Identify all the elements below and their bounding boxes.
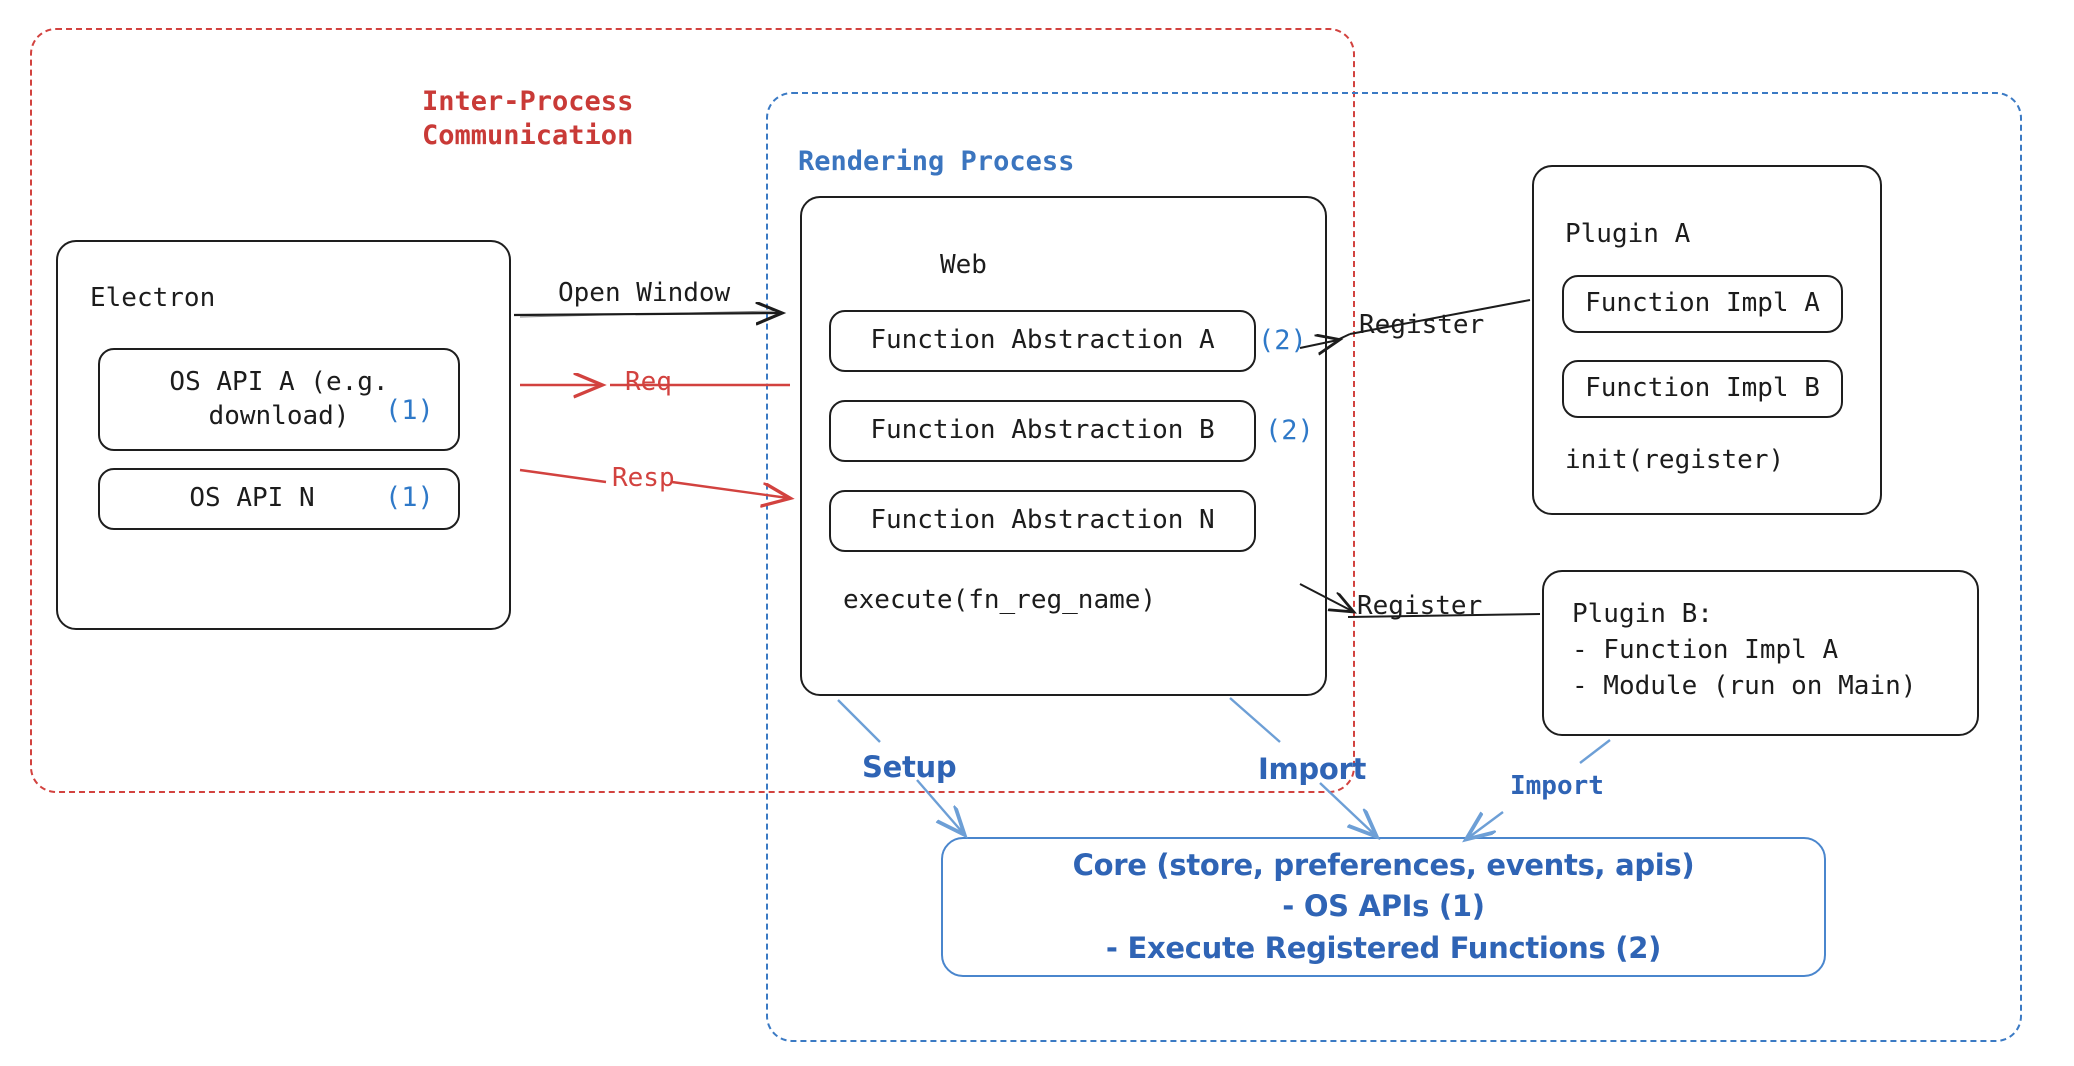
edge-label-register-plugin-b: Register [1357,591,1483,621]
plugin-a-box [1532,165,1882,515]
edge-label-resp: Resp [612,463,675,493]
function-abstraction-b-box: Function Abstraction B [829,400,1256,462]
edge-label-open-window: Open Window [558,278,731,308]
plugin-a-function-impl-a-box: Function Impl A [1562,275,1843,333]
edge-label-req: Req [625,367,672,397]
edge-label-import-web: Import [1258,752,1367,786]
electron-title: Electron [90,283,216,313]
region-ipc-label: Inter-Process Communication [422,86,634,151]
core-box: Core (store, preferences, events, apis) … [941,837,1826,977]
function-abstraction-b-label: Function Abstraction B [870,415,1215,446]
plugin-a-function-impl-a-label: Function Impl A [1585,288,1820,319]
os-api-n-label: OS API N [189,483,315,514]
os-api-a-tag: (1) [385,395,434,426]
os-api-a-box: OS API A (e.g. download) [98,348,460,451]
plugin-a-init-label: init(register) [1565,445,1785,475]
edge-label-setup: Setup [862,750,957,784]
function-abstraction-n-label: Function Abstraction N [870,505,1215,536]
function-abstraction-a-tag: (2) [1258,325,1307,356]
function-abstraction-a-label: Function Abstraction A [870,325,1215,356]
plugin-b-box [1542,570,1979,736]
region-rendering-process [766,92,2022,1042]
plugin-a-title: Plugin A [1565,219,1691,249]
web-execute-label: execute(fn_reg_name) [843,585,1157,615]
function-abstraction-n-box: Function Abstraction N [829,490,1256,552]
function-abstraction-a-box: Function Abstraction A [829,310,1256,372]
plugin-b-lines: Plugin B: - Function Impl A - Module (ru… [1572,599,1917,701]
plugin-a-function-impl-b-label: Function Impl B [1585,373,1820,404]
region-rendering-process-label: Rendering Process [798,146,1075,177]
plugin-a-function-impl-b-box: Function Impl B [1562,360,1843,418]
core-text: Core (store, preferences, events, apis) … [1072,848,1695,965]
os-api-n-tag: (1) [385,482,434,513]
web-title: Web [940,250,987,280]
edge-label-import-plugin: Import [1510,771,1604,801]
edge-label-register-plugin-a: Register [1359,310,1485,340]
function-abstraction-b-tag: (2) [1265,415,1314,446]
os-api-a-label: OS API A (e.g. download) [169,366,389,431]
os-api-n-box: OS API N [98,468,460,530]
region-inter-process-communication [30,28,1355,793]
